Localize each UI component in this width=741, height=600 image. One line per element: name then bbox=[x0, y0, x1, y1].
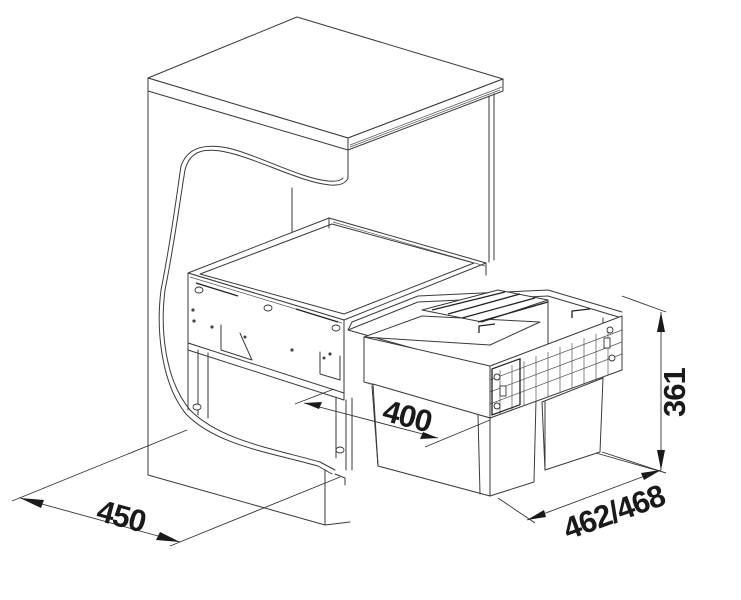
bin-assembly bbox=[347, 289, 623, 497]
dimension-361: 361 bbox=[601, 295, 692, 474]
dimension-label-361: 361 bbox=[657, 368, 692, 417]
countertop bbox=[147, 16, 504, 139]
dimension-450: 450 bbox=[11, 429, 341, 547]
dimension-label-450: 450 bbox=[93, 493, 149, 539]
drawer-frame bbox=[187, 217, 487, 471]
cabinet-body bbox=[147, 16, 504, 526]
